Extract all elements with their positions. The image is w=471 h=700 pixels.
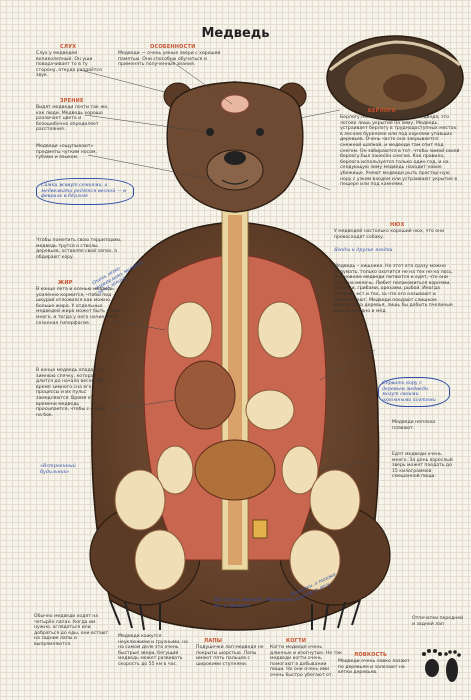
tongue-text: Медведи «ощупывают» предметы чутким носо… [36,144,97,161]
swim-text: Медведи неплохо плавают. [392,420,436,431]
fat-text: В конце лета и осенью медведь усиленно к… [36,287,121,326]
legs-note: На потом медведи обнимают все и кушают [214,598,293,609]
footprint-caption: Отпечатки передней и задней лап [412,616,464,627]
agility-header: ЛОВКОСТЬ [354,652,388,658]
omnivore-text: Медведь – хищника. Но этот кто сразу мож… [334,264,454,314]
vision-header: ЗРЕНИЕ [60,98,84,104]
page-title: Медведь [201,26,270,41]
tree-bark-note: Сорвать кору с деревьев медведи могут св… [378,377,450,408]
features-text: Медведи — очень умные звери с хорошей па… [118,51,221,68]
walk-text: Обычно медведи ходят на четырёх лапах. К… [34,614,109,647]
nose-text: У медведей настолько хороший нюх, что он… [334,229,445,240]
fat-header: ЖИР [58,280,73,286]
footprint-icons [422,649,461,682]
claws-text: Когти медведя очень длинные и изогнутые.… [270,645,342,678]
eat-amount-text: Едят медведи очень много. За день взросл… [392,452,453,480]
den-illustration [326,35,464,121]
agility-text: Медведи очень ловко лазают по деревьям и… [338,659,410,676]
nose-header: НЮХ [390,222,405,228]
claws-header: КОГТИ [286,638,307,644]
speed-text: Медведи кажутся неуклюжими и грузными, н… [118,634,188,667]
bear-head [163,81,307,213]
paws-text: Подушечки лап медведя не покрыты шерстью… [196,645,264,667]
bear-body [89,209,391,631]
den-header: БЕРЛОГА [368,108,396,114]
leader-lines [79,59,376,471]
hearing-header: СЛУХ [60,44,77,50]
hibernation-text: В конце медведь впадает в зимнюю спячку,… [36,368,106,418]
paws-header: ЛАПЫ [204,638,223,644]
winter-young-note: Самки живут семьями, а медвежата родятся… [36,178,134,205]
vision-text: Видят медведи почти так же, как люди. Ме… [36,105,109,133]
alarm-note: «Встроенный будильник» [40,464,76,475]
berries-note: Ягоды и другие ягодки [334,248,393,253]
den-text: Берлогу нельзя назвать домом медведя, эт… [340,115,460,188]
territory-text: Чтобы пометить свою территорию, медведь … [36,238,122,260]
features-header: ОСОБЕННОСТИ [150,44,196,50]
hearing-text: Слух у медведей великолепный. Он уши пов… [36,51,102,79]
